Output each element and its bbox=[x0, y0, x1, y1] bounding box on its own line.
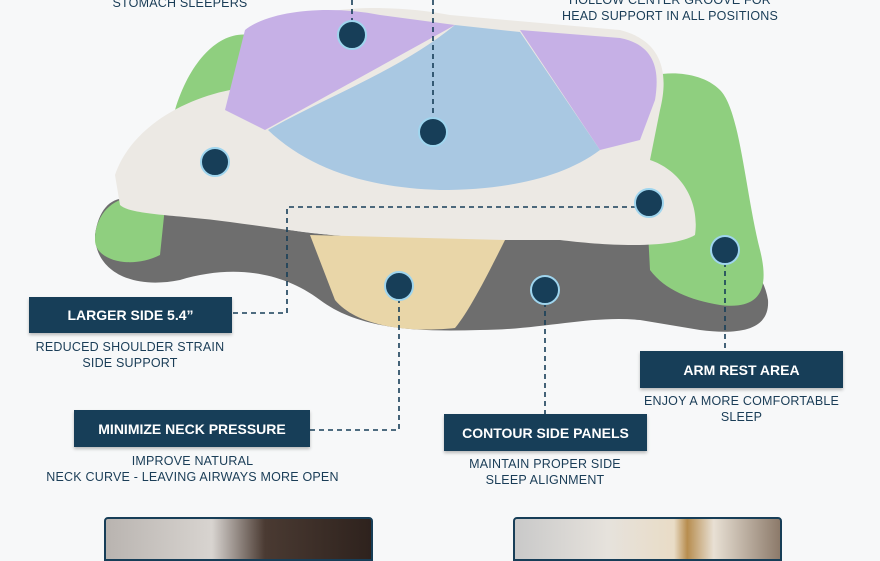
leader-lines bbox=[232, 0, 726, 431]
caption-line: IMPROVE NATURAL bbox=[131, 454, 254, 468]
label-larger-side: LARGER SIDE 5.4” bbox=[29, 297, 232, 333]
caption-line: SLEEP ALIGNMENT bbox=[485, 473, 605, 487]
caption-line: HOLLOW CENTER GROOVE FOR bbox=[568, 0, 772, 7]
caption-line: HEAD SUPPORT IN ALL POSITIONS bbox=[561, 9, 779, 23]
marker-dot-stomach bbox=[337, 20, 367, 50]
marker-dots bbox=[200, 20, 740, 305]
marker-dot-larger-side bbox=[634, 188, 664, 218]
caption-line: ENJOY A MORE COMFORTABLE bbox=[643, 394, 840, 408]
pillow-purple-left bbox=[225, 10, 455, 130]
photo-bedroom bbox=[513, 517, 782, 561]
label-minimize-neck-pressure: MINIMIZE NECK PRESSURE bbox=[74, 410, 310, 447]
caption-neck-pressure: IMPROVE NATURAL NECK CURVE - LEAVING AIR… bbox=[30, 453, 355, 485]
caption-line: SLEEP bbox=[720, 410, 763, 424]
caption-line: REDUCED SHOULDER STRAIN bbox=[35, 340, 225, 354]
photo-woman-sleeping bbox=[104, 517, 373, 561]
pillow-blue-groove bbox=[268, 25, 600, 190]
label-arm-rest-area: ARM REST AREA bbox=[640, 351, 843, 388]
marker-dot-left bbox=[200, 147, 230, 177]
caption-line: NECK CURVE - LEAVING AIRWAYS MORE OPEN bbox=[46, 470, 339, 484]
caption-arm-rest: ENJOY A MORE COMFORTABLE SLEEP bbox=[620, 393, 863, 425]
label-contour-side-panels: CONTOUR SIDE PANELS bbox=[444, 414, 647, 451]
caption-stomach-sleepers: STOMACH SLEEPERS bbox=[112, 0, 248, 10]
marker-dot-arm-rest bbox=[710, 235, 740, 265]
marker-dot-contour bbox=[530, 275, 560, 305]
caption-larger-side: REDUCED SHOULDER STRAIN SIDE SUPPORT bbox=[10, 339, 250, 371]
caption-hollow-groove: HOLLOW CENTER GROOVE FOR HEAD SUPPORT IN… bbox=[540, 0, 800, 24]
pillow-purple-right bbox=[520, 30, 657, 150]
marker-dot-neck bbox=[384, 271, 414, 301]
caption-line: SIDE SUPPORT bbox=[82, 356, 178, 370]
marker-dot-groove bbox=[418, 117, 448, 147]
caption-line: MAINTAIN PROPER SIDE bbox=[469, 457, 621, 471]
caption-contour-side-panels: MAINTAIN PROPER SIDE SLEEP ALIGNMENT bbox=[425, 456, 665, 488]
